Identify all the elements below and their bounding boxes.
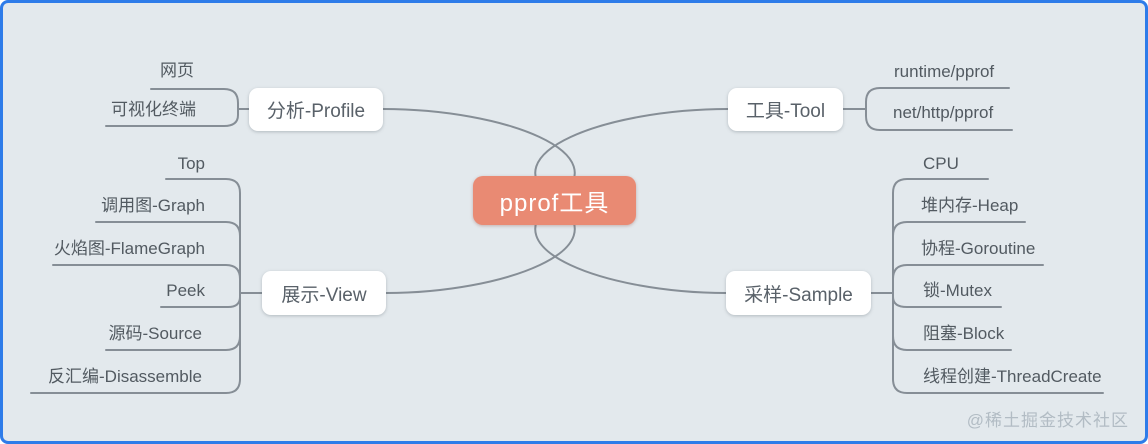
root-topic-pprof[interactable]: pprof工具: [473, 176, 636, 225]
subtopic-webpage[interactable]: 网页: [160, 61, 194, 80]
juejin-watermark: @稀土掘金技术社区: [966, 411, 1129, 430]
branch-topic-profile[interactable]: 分析-Profile: [249, 88, 383, 131]
subtopic-threadcreate[interactable]: 线程创建-ThreadCreate: [923, 367, 1102, 386]
connector-lines: [30, 87, 1104, 394]
subtopic-mutex[interactable]: 锁-Mutex: [923, 281, 992, 300]
subtopic-goroutine[interactable]: 协程-Goroutine: [921, 239, 1036, 258]
subtopic-cpu[interactable]: CPU: [923, 154, 959, 173]
branch-topic-sample[interactable]: 采样-Sample: [726, 271, 871, 315]
profile-branch-lines: [105, 88, 251, 127]
subtopic-runtime-pprof[interactable]: runtime/pprof: [894, 62, 995, 81]
subtopic-block[interactable]: 阻塞-Block: [923, 324, 1005, 343]
subtopic-heap[interactable]: 堆内存-Heap: [921, 196, 1019, 215]
subtopic-peek[interactable]: Peek: [166, 281, 205, 300]
subtopic-flamegraph[interactable]: 火焰图-FlameGraph: [53, 239, 205, 258]
branch-topic-tool[interactable]: 工具-Tool: [728, 88, 843, 131]
subtopic-visual-terminal[interactable]: 可视化终端: [111, 100, 196, 119]
tool-branch-lines: [842, 87, 1013, 131]
branch-topic-view[interactable]: 展示-View: [262, 271, 386, 315]
view-branch-lines: [30, 178, 264, 394]
sample-branch-lines: [870, 178, 1104, 394]
subtopic-graph[interactable]: 调用图-Graph: [101, 196, 205, 215]
subtopic-disassemble[interactable]: 反汇编-Disassemble: [48, 367, 202, 386]
subtopic-net-http-pprof[interactable]: net/http/pprof: [893, 103, 994, 122]
subtopic-top[interactable]: Top: [177, 154, 205, 173]
subtopic-source[interactable]: 源码-Source: [108, 324, 202, 343]
